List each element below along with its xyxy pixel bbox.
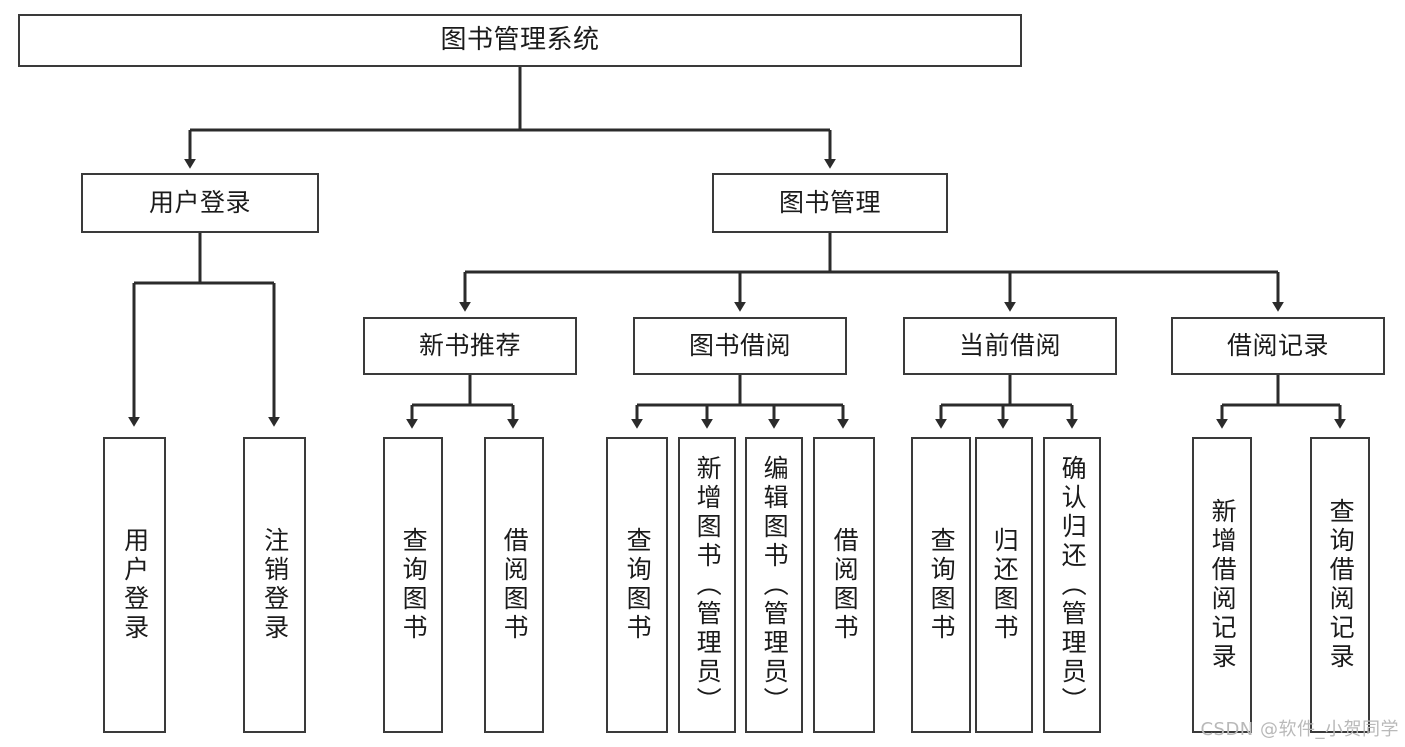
node-user-login[interactable]: 用户登录: [81, 173, 319, 233]
node-label: 用户登录: [148, 188, 251, 218]
node-label: 新书推荐: [418, 331, 521, 361]
node-current-borrow[interactable]: 当前借阅: [903, 317, 1117, 375]
leaf-user-login[interactable]: 用户登录: [103, 437, 166, 733]
node-borrow-record[interactable]: 借阅记录: [1171, 317, 1385, 375]
leaf-query-borrow-record[interactable]: 查询借阅记录: [1310, 437, 1370, 733]
leaf-edit-book-admin[interactable]: 编辑图书（管理员）: [745, 437, 803, 733]
leaf-confirm-return-admin[interactable]: 确认归还（管理员）: [1043, 437, 1101, 733]
node-label: 新增图书（管理员）: [693, 454, 723, 716]
node-book-management[interactable]: 图书管理: [712, 173, 948, 233]
node-label: 借阅记录: [1226, 331, 1329, 361]
node-label: 查询图书: [399, 527, 429, 643]
node-new-book-recommend[interactable]: 新书推荐: [363, 317, 577, 375]
leaf-add-borrow-record[interactable]: 新增借阅记录: [1192, 437, 1252, 733]
node-label: 图书管理系统: [440, 25, 600, 56]
leaf-logout-login[interactable]: 注销登录: [243, 437, 306, 733]
leaf-query-book-borrow[interactable]: 查询图书: [606, 437, 668, 733]
node-label: 归还图书: [990, 527, 1020, 643]
node-label: 借阅图书: [830, 527, 860, 643]
node-label: 查询图书: [623, 527, 653, 643]
node-label: 图书借阅: [688, 331, 791, 361]
node-label: 借阅图书: [500, 527, 530, 643]
node-label: 当前借阅: [958, 331, 1061, 361]
node-root-book-management-system[interactable]: 图书管理系统: [18, 14, 1022, 67]
leaf-return-book[interactable]: 归还图书: [975, 437, 1033, 733]
node-label: 编辑图书（管理员）: [760, 454, 790, 716]
node-label: 用户登录: [120, 527, 150, 643]
node-book-borrow[interactable]: 图书借阅: [633, 317, 847, 375]
node-label: 新增借阅记录: [1208, 498, 1238, 672]
node-label: 查询图书: [927, 527, 957, 643]
csdn-watermark: CSDN @软件_小贺同学: [1200, 719, 1399, 740]
leaf-borrow-book[interactable]: 借阅图书: [813, 437, 875, 733]
node-label: 确认归还（管理员）: [1058, 454, 1088, 716]
leaf-add-book-admin[interactable]: 新增图书（管理员）: [678, 437, 736, 733]
leaf-borrow-book-recommend[interactable]: 借阅图书: [484, 437, 544, 733]
node-label: 图书管理: [778, 188, 881, 218]
leaf-query-book-current[interactable]: 查询图书: [911, 437, 971, 733]
node-label: 查询借阅记录: [1326, 498, 1356, 672]
node-label: 注销登录: [260, 527, 290, 643]
leaf-query-book-recommend[interactable]: 查询图书: [383, 437, 443, 733]
